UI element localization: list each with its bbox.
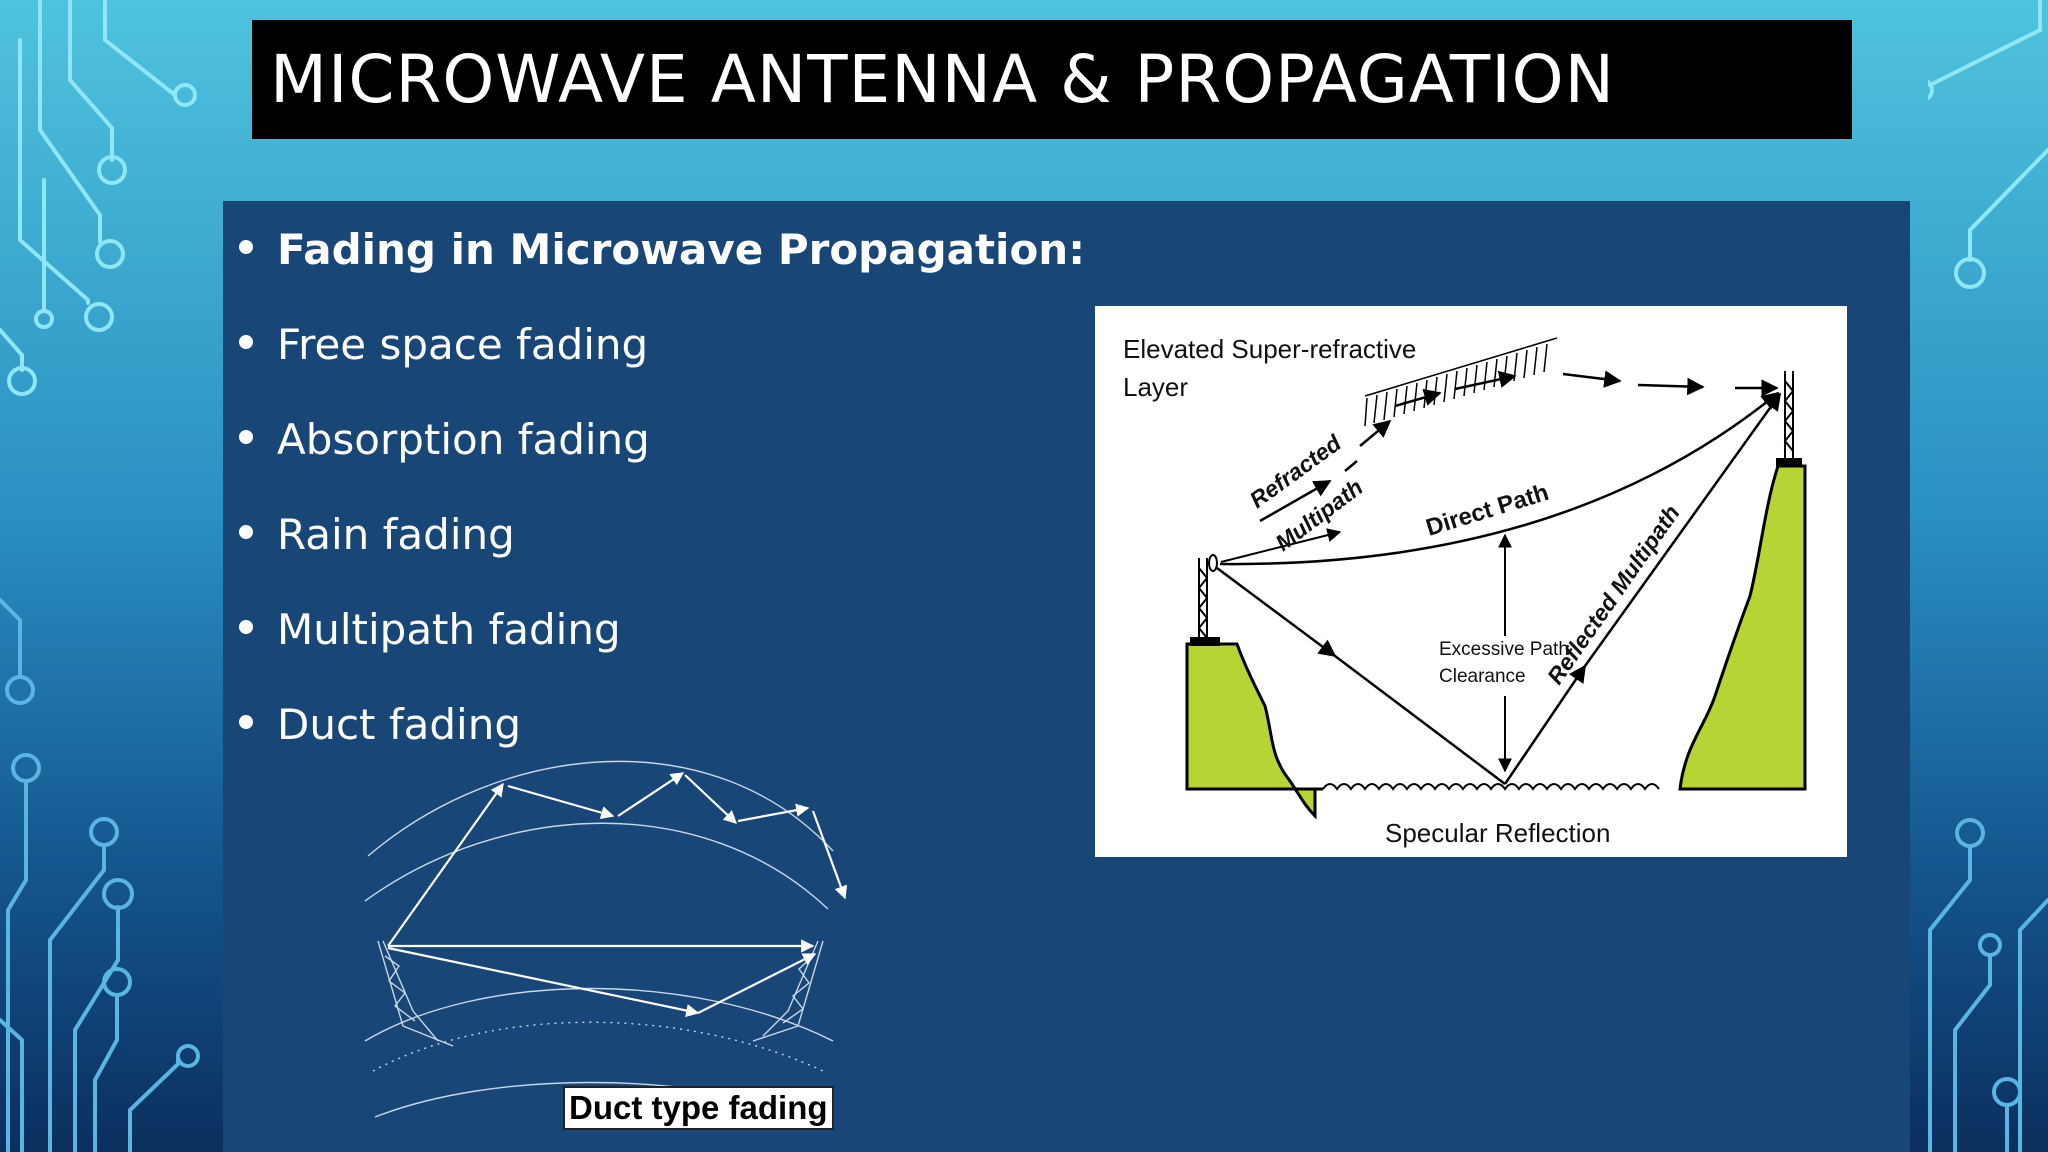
direct-path-label: Direct Path [1423, 479, 1552, 542]
circuit-decoration-left [0, 0, 200, 1152]
bullet-item-multipath: Multipath fading [239, 593, 1085, 688]
reflection-surface [1322, 783, 1660, 791]
bullet-item-free-space: Free space fading [239, 308, 1085, 403]
tower-right [1776, 371, 1802, 467]
specular-reflection-label: Specular Reflection [1385, 818, 1610, 848]
multipath-diagram-graphic: Elevated Super-refractive Layer Refracte… [1123, 334, 1807, 848]
slide-title: MICROWAVE ANTENNA & PROPAGATION [270, 41, 1616, 118]
clearance-label-line2: Clearance [1439, 666, 1526, 687]
reflected-path [1216, 392, 1782, 785]
layer-label-line2: Layer [1123, 372, 1188, 402]
duct-upper-boundary [367, 760, 834, 857]
circuit-decoration-right [1928, 0, 2048, 1152]
content-panel: Fading in Microwave Propagation: Free sp… [223, 201, 1910, 1152]
duct-rays [387, 772, 848, 1018]
tower-left [1190, 554, 1220, 646]
clearance-label-line1: Excessive Path [1439, 639, 1569, 660]
refracted-path [1259, 370, 1779, 523]
bullet-item-rain: Rain fading [239, 498, 1085, 593]
title-bar: MICROWAVE ANTENNA & PROPAGATION [252, 20, 1852, 139]
layer-label-line1: Elevated Super-refractive [1123, 334, 1416, 364]
duct-lower-boundary [364, 822, 829, 910]
multipath-diagram: Elevated Super-refractive Layer Refracte… [1095, 306, 1847, 857]
terrain-right [1678, 464, 1807, 791]
duct-tower-left [377, 940, 454, 1047]
bullet-item-absorption: Absorption fading [239, 403, 1085, 498]
bullet-item-duct: Duct fading [239, 688, 1085, 783]
duct-fading-caption: Duct type fading [563, 1086, 834, 1130]
reflected-multipath-label: Reflected Multipath [1542, 500, 1685, 689]
terrain-left [1185, 642, 1317, 820]
bullet-list: Fading in Microwave Propagation: Free sp… [239, 213, 1085, 783]
earth-curve [364, 987, 834, 1042]
bullet-heading: Fading in Microwave Propagation: [239, 213, 1085, 308]
direct-path [1219, 391, 1780, 566]
